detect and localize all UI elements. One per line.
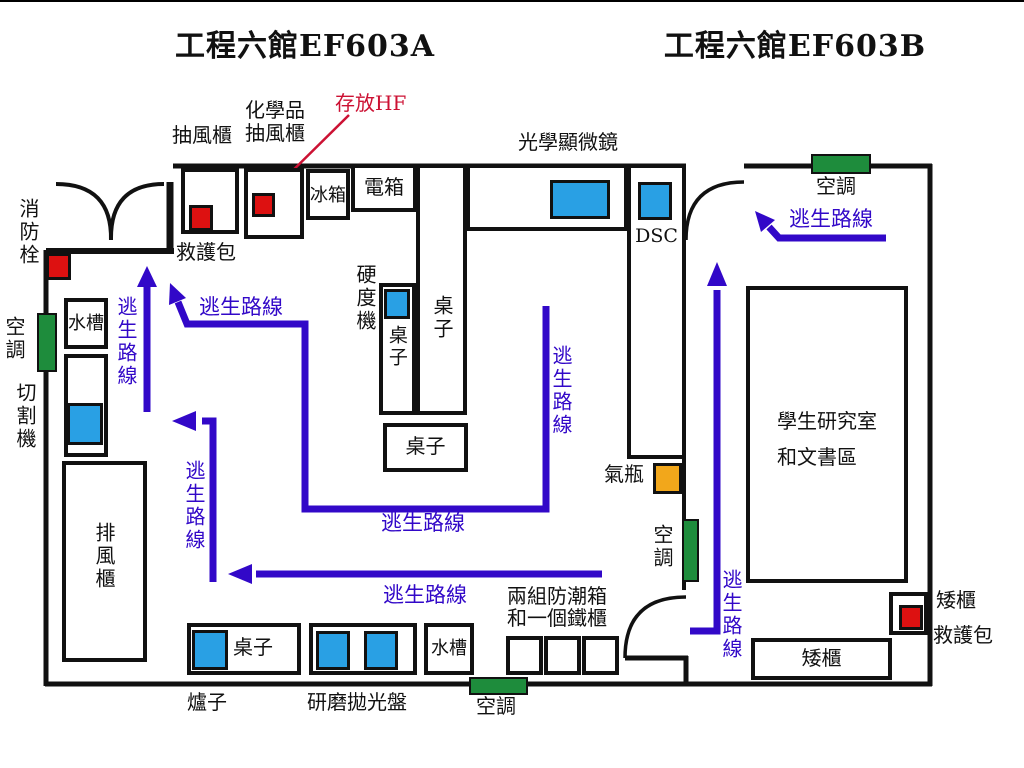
escape-path-room-b: [766, 224, 886, 242]
escape-route-label-2: 逃生路線: [199, 295, 283, 319]
fridge-box: [306, 169, 350, 220]
fire-hydrant-label: 消防栓: [16, 198, 40, 267]
table-column-label: 桌子: [430, 295, 454, 341]
sink-bottom-label: 水槽: [431, 638, 467, 659]
cutting-machine-label: 切割機: [13, 382, 37, 451]
arrowhead-left-icon: [172, 411, 196, 431]
low-cabinet-bottom-box: [751, 638, 892, 680]
escape-route-label-4: 逃生路線: [381, 511, 465, 535]
entry-door-arc-left: [55, 182, 114, 241]
student-area-label: 學生研究室 和文書區: [777, 409, 877, 469]
title-room-b: 工程六館EF603B: [663, 29, 927, 64]
title-room-a: 工程六館EF603A: [174, 29, 436, 64]
grinder-marker-1: [316, 631, 350, 670]
entry-door-arc-right: [108, 182, 165, 241]
low-cabinet-bottom-label: 矮櫃: [801, 646, 842, 670]
escape-path-center-loop: [174, 300, 550, 513]
electrical-box-label: 電箱: [364, 175, 404, 199]
sink-bottom-box: [424, 623, 474, 675]
microscope-marker: [550, 180, 610, 219]
chemical-fume-hood-label: 化學品 抽風櫃: [245, 98, 305, 145]
table-mid-label: 桌子: [405, 434, 446, 458]
ac-mid-label: 空調: [650, 524, 674, 570]
stove-table-label: 桌子: [233, 635, 273, 659]
exhaust-cabinet-label: 排風櫃: [92, 522, 116, 591]
escape-route-label-3: 逃生路線: [549, 345, 573, 437]
dampproof-box-2: [544, 636, 581, 675]
arrowhead-left2-icon: [228, 564, 252, 584]
grinder-marker-2: [364, 631, 398, 670]
escape-route-label-1: 逃生路線: [114, 296, 138, 388]
escape-route-label-8: 逃生路線: [719, 569, 743, 661]
arrowhead-upleft-icon: [169, 283, 186, 305]
student-area-box: [746, 286, 908, 583]
door-arc-room-b-bottom: [623, 595, 687, 659]
first-aid-kit-marker-b: [899, 605, 923, 630]
escape-route-label-7: 逃生路線: [789, 207, 873, 231]
escape-route-label-5: 逃生路線: [182, 460, 206, 552]
escape-path-corridor-up: [690, 290, 721, 635]
dsc-marker: [638, 182, 672, 220]
cutting-machine-marker: [67, 403, 103, 445]
first-aid-kit-label-b: 救護包: [933, 623, 993, 647]
first-aid-kit-marker: [189, 205, 213, 231]
gas-cylinder-marker: [653, 463, 682, 494]
ac-bottom-label: 空調: [476, 694, 516, 718]
low-cabinet-side-label: 矮櫃: [936, 588, 976, 612]
dampproof-label: 兩組防潮箱 和一個鐵櫃: [507, 584, 607, 630]
electrical-box: [351, 164, 417, 212]
exhaust-cabinet-box: [62, 461, 147, 662]
first-aid-kit-label-top: 救護包: [176, 240, 236, 264]
hardness-table-label: 桌子: [385, 325, 408, 369]
hardness-machine-label: 硬度機: [353, 264, 377, 333]
arrowhead-upleft2-icon: [755, 211, 775, 232]
ac-unit-bottom: [469, 677, 528, 695]
escape-route-arrowheads: [137, 211, 775, 584]
hardness-machine-marker: [384, 289, 410, 319]
table-mid-box: [383, 423, 468, 472]
hf-storage-label: 存放HF: [335, 91, 407, 115]
dampproof-box-1: [506, 636, 543, 675]
arrowhead-up2-icon: [707, 262, 727, 286]
ac-unit-room-b: [811, 154, 871, 174]
escape-routes: [143, 224, 886, 635]
fridge-label: 冰箱: [310, 185, 346, 206]
sink-left-box: [64, 298, 108, 349]
grinder-label: 研磨拋光盤: [307, 690, 407, 714]
building-walls: [43, 163, 933, 687]
arrowhead-up-icon: [137, 266, 157, 287]
ac-left-label: 空調: [2, 316, 26, 362]
fire-hydrant-marker: [46, 253, 71, 280]
gas-cylinder-label: 氣瓶: [604, 462, 644, 486]
door-arc-room-b-top: [684, 180, 745, 241]
optical-microscope-label: 光學顯微鏡: [518, 130, 618, 154]
ac-room-b-label: 空調: [816, 174, 856, 198]
escape-path-left-second: [202, 417, 217, 582]
dampproof-box-3: [582, 636, 619, 675]
ac-unit-left: [37, 313, 57, 372]
stove-label: 爐子: [187, 690, 227, 714]
stove-marker: [192, 630, 228, 670]
hf-storage-marker: [252, 193, 275, 217]
sink-left-label: 水槽: [68, 313, 104, 334]
ac-unit-mid: [682, 519, 699, 582]
fume-hood-label: 抽風櫃: [172, 123, 232, 147]
table-column-box: [416, 164, 467, 415]
escape-route-label-6: 逃生路線: [383, 583, 467, 607]
dsc-label: DSC: [635, 225, 678, 247]
